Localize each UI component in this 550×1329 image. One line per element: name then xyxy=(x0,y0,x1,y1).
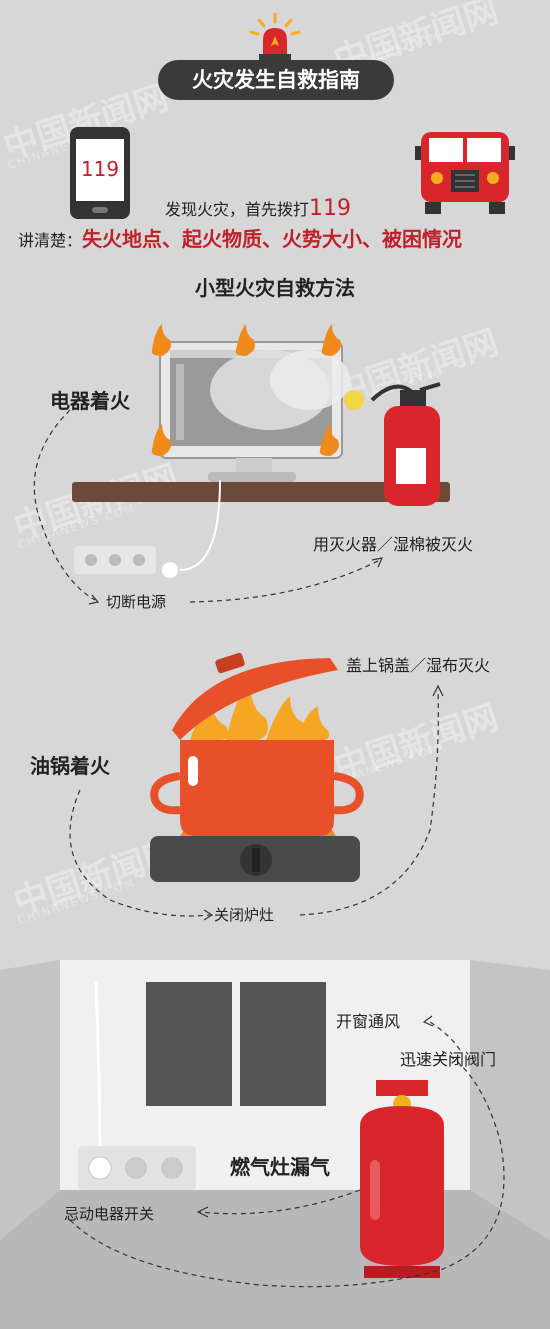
gas-step2: 开窗通风 xyxy=(336,1012,401,1031)
phone-icon xyxy=(70,127,130,219)
gas-label: 燃气灶漏气 xyxy=(230,1155,330,1179)
call-instruction-line1: 发现火灾，首先拨打119 xyxy=(165,196,351,221)
electric-label: 电器着火 xyxy=(50,389,130,413)
electric-step1: 切断电源 xyxy=(106,593,167,611)
electric-step2: 用灭火器／湿棉被灭火 xyxy=(313,535,474,554)
alarm-siren-icon xyxy=(249,12,301,60)
pot-label: 油锅着火 xyxy=(30,754,110,778)
call-line2-items: 失火地点、起火物质、火势大小、被困情况 xyxy=(82,227,463,251)
title-pill xyxy=(158,60,394,100)
gas-leak-illustration xyxy=(0,960,550,1329)
call-prefix: 发现火灾，首先拨打 xyxy=(165,200,310,219)
pot-step1: 关闭炉灶 xyxy=(214,906,275,924)
oil-pot-fire-illustration xyxy=(69,652,444,921)
phone-screen-number: 119 xyxy=(80,157,120,181)
electric-fire-illustration xyxy=(33,324,450,605)
fire-truck-icon xyxy=(415,132,515,214)
section-title: 小型火灾自救方法 xyxy=(195,276,355,300)
page-title: 火灾发生自救指南 xyxy=(192,68,360,92)
call-line2-prefix: 讲清楚： xyxy=(18,231,83,250)
pot-step2: 盖上锅盖／湿布灭火 xyxy=(346,656,491,675)
call-number: 119 xyxy=(309,196,352,221)
gas-step3: 忌动电器开关 xyxy=(64,1205,155,1223)
call-instruction-line2: 讲清楚：失火地点、起火物质、火势大小、被困情况 xyxy=(18,223,462,252)
gas-step1: 迅速关闭阀门 xyxy=(400,1050,497,1069)
